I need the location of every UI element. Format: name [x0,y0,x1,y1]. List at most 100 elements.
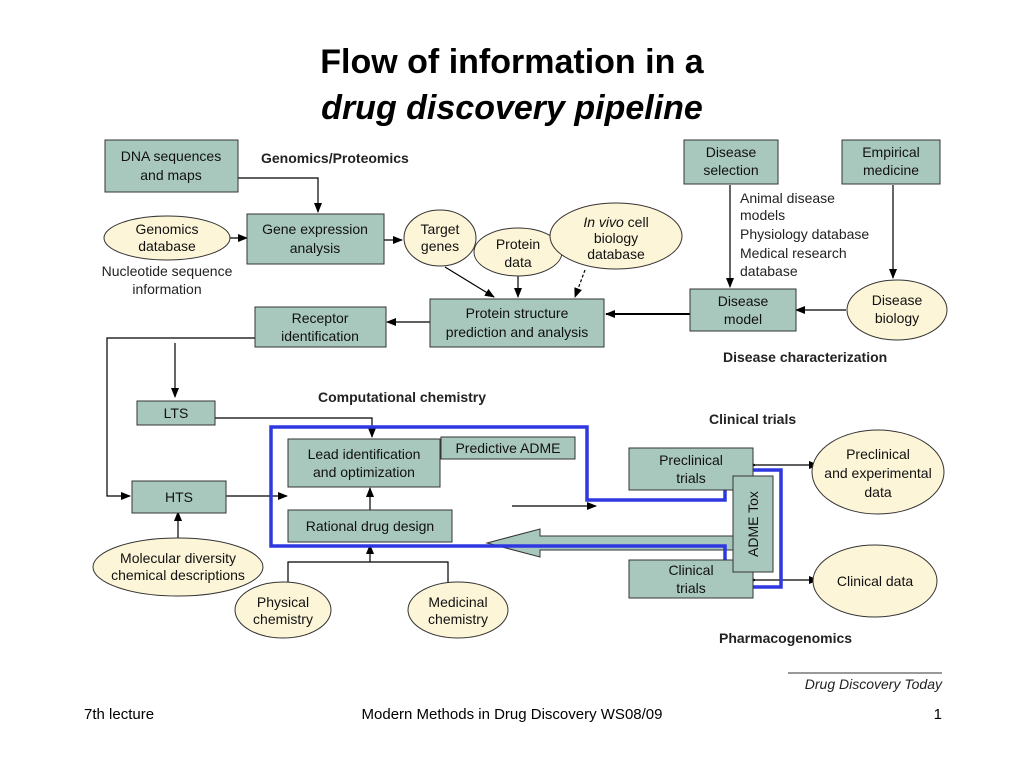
label-nucleotide-2: information [132,281,201,297]
text-empirical-2: medicine [863,162,919,178]
label-animal-5: database [740,263,798,279]
label-computational-chemistry: Computational chemistry [318,389,486,405]
text-empirical-1: Empirical [862,144,920,160]
text-gene-2: analysis [290,240,341,256]
text-preclinical-2: trials [676,470,706,486]
text-precdata-1: Preclinical [846,446,910,462]
label-animal-2: models [740,207,785,223]
box-rational [287,509,453,543]
box-protein-structure [429,298,605,348]
box-hts [131,480,227,514]
text-protein-2: prediction and analysis [446,324,588,340]
text-moldiv-1: Molecular diversity [120,550,236,566]
text-preclinical-1: Preclinical [659,452,723,468]
text-clinical-2: trials [676,580,706,596]
text-adme-tox: ADME Tox [745,491,761,557]
connectors [106,177,897,595]
ellipse-medicinal-chem [407,581,509,639]
text-target-1: Target [421,221,460,237]
text-invivo-3: database [587,246,645,262]
text-clinicaldata: Clinical data [837,573,913,589]
label-animal-3: Physiology database [740,226,869,242]
label-disease-characterization: Disease characterization [723,349,887,365]
text-rational: Rational drug design [306,518,434,534]
text-gene-1: Gene expression [262,221,368,237]
text-target-2: genes [421,238,459,254]
text-genomicsdb-1: Genomics [135,221,198,237]
ellipse-preclinical-data [811,429,945,515]
text-invivo-1: In vivo cell [583,214,648,230]
text-lead-1: Lead identification [308,446,421,462]
arrow-receptor-to-hts [106,337,255,500]
box-predictive-adme [440,436,576,460]
ellipse-invivo [549,202,683,270]
label-source: Drug Discovery Today [805,676,943,692]
label-nucleotide-1: Nucleotide sequence [102,263,233,279]
box-empirical [841,139,941,185]
arrow-target-to-protein [444,266,495,298]
highlight-outlines [269,425,783,589]
box-disease-selection [683,139,779,185]
footer-lecture: 7th lecture [84,706,155,723]
ellipse-molecular-diversity [92,537,264,597]
box-dna-sequences [104,139,239,193]
footer-page-number: 1 [933,706,942,723]
text-lead-2: and optimization [313,464,415,480]
text-medicinal-1: Medicinal [428,594,487,610]
box-preclinical-trials [628,447,754,491]
boxes [104,139,941,599]
feedback-arrow [485,528,736,558]
text-diseasesel-2: selection [703,162,758,178]
text-model-1: Disease [718,293,769,309]
text-physical-1: Physical [257,594,309,610]
box-receptor [254,306,387,348]
text-physical-2: chemistry [253,611,313,627]
box-adme-tox [732,475,774,573]
label-animal-1: Animal disease [740,190,835,206]
text-precdata-2: and experimental [824,465,931,481]
text-invivo-2: biology [594,230,638,246]
text-protein-1: Protein structure [466,305,569,321]
text-genomicsdb-2: database [138,238,196,254]
text-proteindata-1: Protein [496,236,540,252]
text-dna-2: and maps [140,167,201,183]
ellipse-clinical-data [812,544,938,618]
text-model-2: model [724,311,762,327]
ellipse-target-genes [403,209,477,267]
text-receptor-2: identification [281,328,359,344]
label-pharmacogenomics: Pharmacogenomics [719,630,852,646]
ellipse-physical-chem [234,581,332,639]
text-precdata-3: data [864,484,891,500]
text-invivo-rest: cell [624,214,649,230]
arrow-dna-to-gene [238,177,322,213]
text-receptor-1: Receptor [292,310,349,326]
title-line-1: Flow of information in a [320,43,704,81]
title-line-2: drug discovery pipeline [321,89,703,127]
arrow-invivo-to-protein [574,269,586,298]
footer-course: Modern Methods in Drug Discovery WS08/09 [361,706,663,723]
box-clinical-trials [628,559,754,599]
ellipses [92,202,948,639]
text-clinical-1: Clinical [668,562,713,578]
label-clinical-trials: Clinical trials [709,411,796,427]
text-dna-1: DNA sequences [121,148,221,164]
box-lead [287,438,441,488]
text-diseasesel-1: Disease [706,144,757,160]
text-lts: LTS [164,405,189,421]
box-gene-expression [246,213,385,265]
arrow-chem-to-rational [287,561,449,595]
text-moldiv-2: chemical descriptions [111,567,245,583]
text-biology-1: Disease [872,292,923,308]
label-genomics-proteomics: Genomics/Proteomics [261,150,409,166]
label-animal-4: Medical research [740,245,847,261]
box-lts [136,400,216,426]
text-predictive-adme: Predictive ADME [455,440,560,456]
arrow-lts-to-lead [215,417,376,438]
ellipse-disease-biology [846,279,948,341]
text-proteindata-2: data [504,254,531,270]
text-hts: HTS [165,489,193,505]
box-disease-model [689,288,797,332]
text-medicinal-2: chemistry [428,611,488,627]
ellipse-genomics-db [103,215,231,261]
